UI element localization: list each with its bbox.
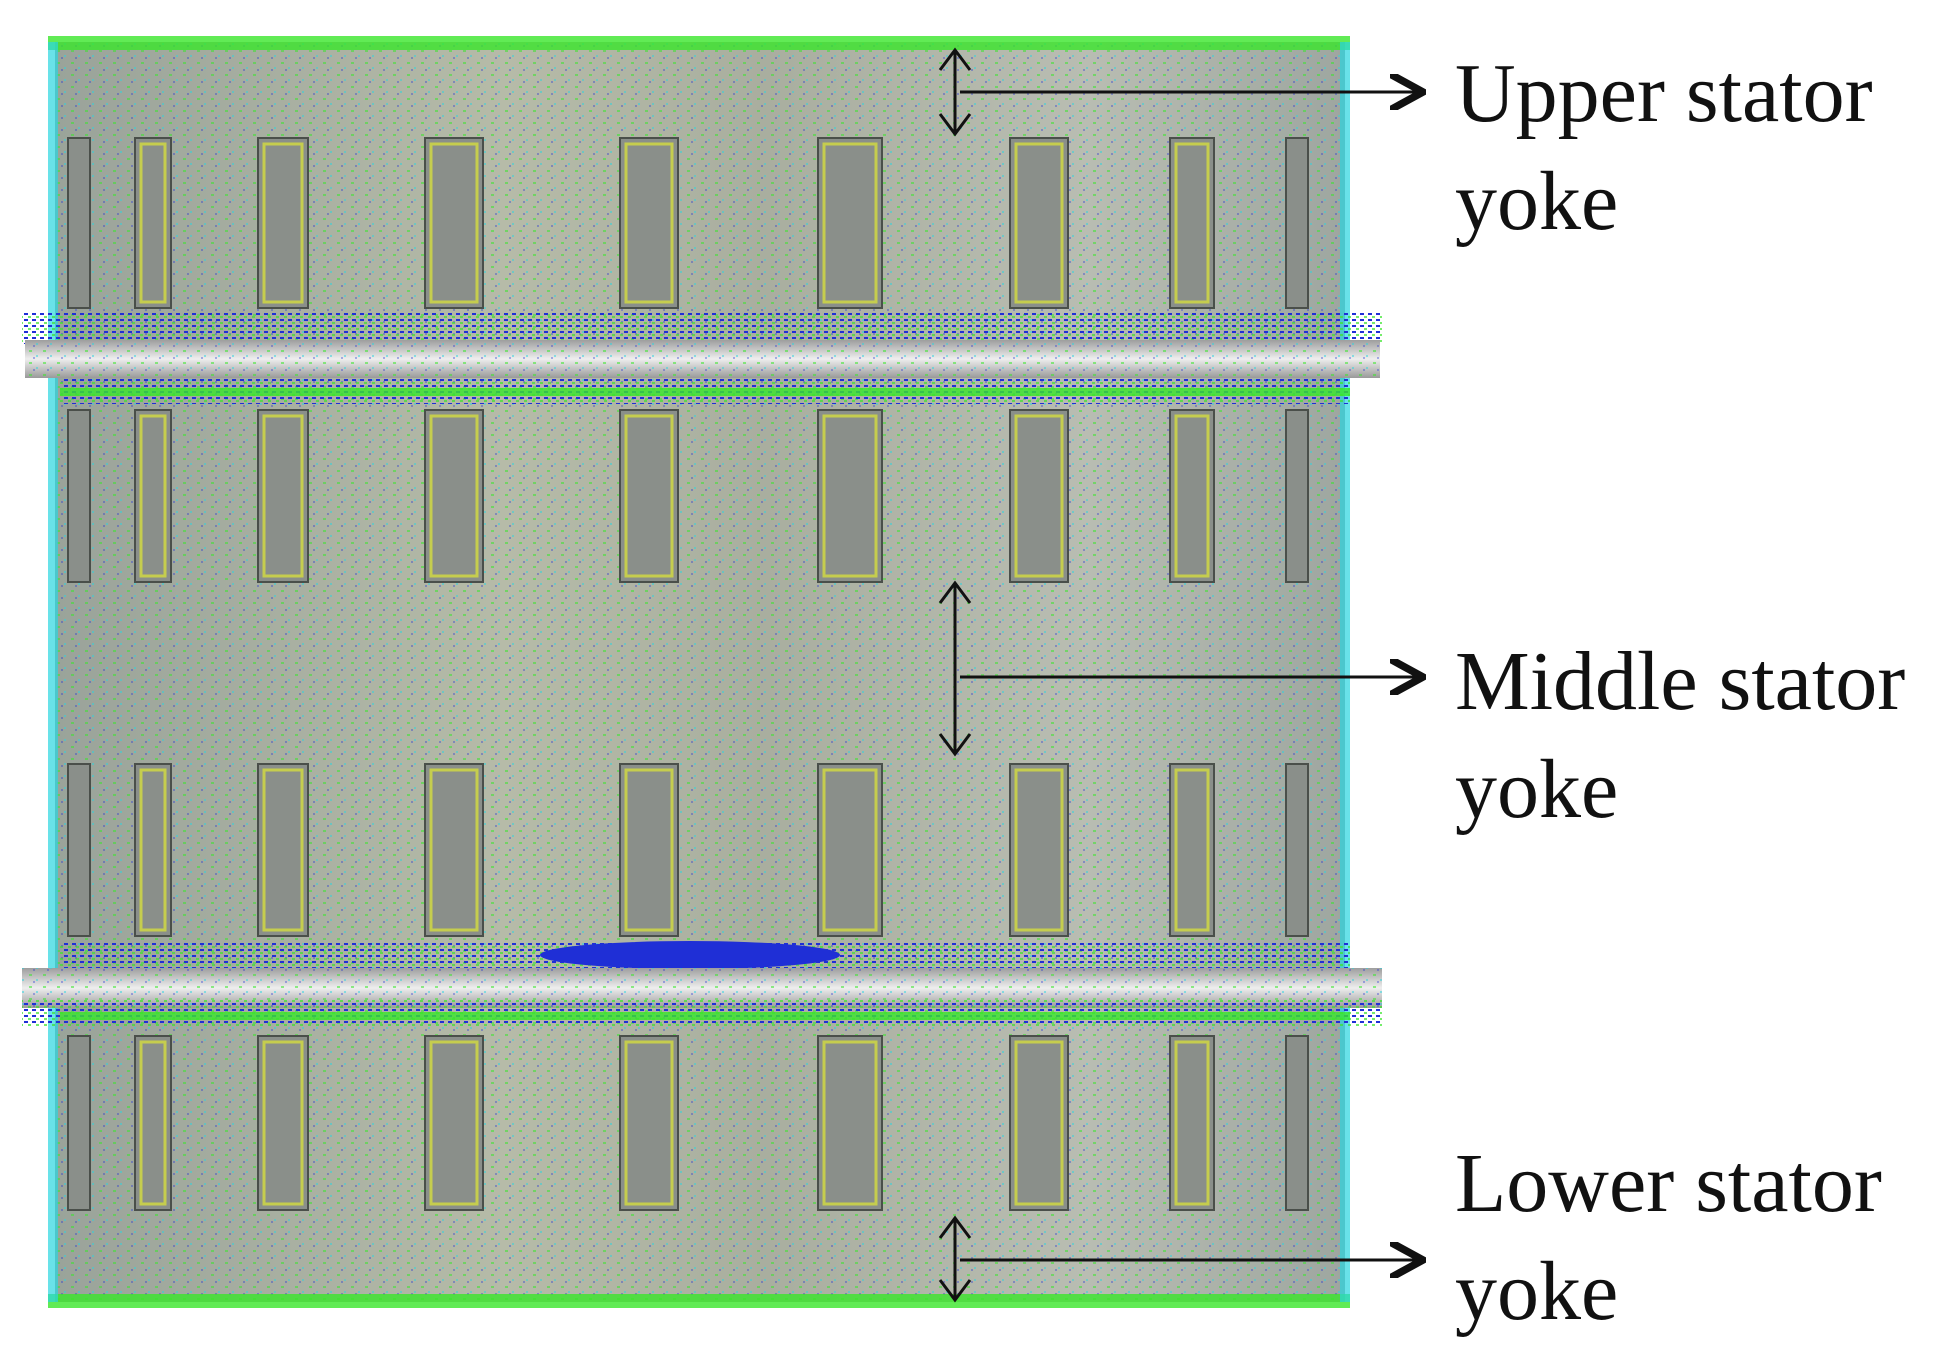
winding-coil (262, 768, 304, 932)
winding-coil (822, 142, 878, 304)
winding-coil (822, 1040, 878, 1206)
stator-slot (67, 763, 91, 937)
stator-slot (1285, 763, 1309, 937)
upper-label-line2: yoke (1455, 155, 1619, 248)
lower-yoke-dimension-arrow (938, 1215, 972, 1303)
winding-coil (1174, 142, 1210, 304)
slot-row-middle-bottom (67, 763, 1309, 937)
stator-slot (67, 137, 91, 309)
upper-stator-yoke-label: Upper stator yoke (1455, 40, 1873, 256)
winding-coil (429, 142, 479, 304)
winding-coil (429, 768, 479, 932)
lower-label-line2: yoke (1455, 1245, 1619, 1338)
stator-slot (1285, 409, 1309, 583)
stator-slot (67, 409, 91, 583)
stator-slot (1285, 137, 1309, 309)
winding-coil (624, 768, 674, 932)
stator-slot (817, 409, 883, 583)
winding-coil (1014, 142, 1064, 304)
stator-slot (817, 763, 883, 937)
stator-slot (619, 1035, 679, 1211)
stator-slot (817, 137, 883, 309)
winding-coil (1014, 414, 1064, 578)
winding-coil (624, 142, 674, 304)
middle-stator-yoke-label: Middle stator yoke (1455, 628, 1905, 844)
stator-slot (619, 763, 679, 937)
upper-yoke-dimension-arrow (938, 47, 972, 137)
winding-coil (624, 1040, 674, 1206)
stator-slot (817, 1035, 883, 1211)
winding-coil (139, 142, 167, 304)
winding-coil (1014, 1040, 1064, 1206)
winding-coil (139, 1040, 167, 1206)
stator-slot (1009, 137, 1069, 309)
winding-coil (1014, 768, 1064, 932)
stator-slot (424, 763, 484, 937)
stator-slot (619, 409, 679, 583)
stator-slot (1285, 1035, 1309, 1211)
winding-coil (1174, 414, 1210, 578)
winding-coil (822, 768, 878, 932)
winding-coil (624, 414, 674, 578)
winding-coil (139, 768, 167, 932)
lower-stator-yoke-label: Lower stator yoke (1455, 1130, 1882, 1346)
lower-label-line1: Lower stator (1455, 1137, 1882, 1230)
stator-slot (1009, 1035, 1069, 1211)
stator-slot (257, 137, 309, 309)
stator-slot (424, 1035, 484, 1211)
stator-slot (619, 137, 679, 309)
winding-coil (429, 414, 479, 578)
winding-coil (139, 414, 167, 578)
lower-rotor-disc (22, 941, 1382, 1026)
stator-slot (424, 137, 484, 309)
winding-coil (262, 1040, 304, 1206)
stator-slot (424, 409, 484, 583)
stator-slot (257, 409, 309, 583)
middle-label-line2: yoke (1455, 743, 1619, 836)
winding-coil (429, 1040, 479, 1206)
slot-row-middle-top (67, 409, 1309, 583)
slot-row-lower (67, 1035, 1309, 1211)
stator-slot (257, 763, 309, 937)
winding-coil (1174, 1040, 1210, 1206)
winding-coil (262, 142, 304, 304)
winding-coil (262, 414, 304, 578)
middle-label-line1: Middle stator (1455, 635, 1906, 728)
upper-label-line1: Upper stator (1455, 47, 1873, 140)
winding-coil (822, 414, 878, 578)
stator-slot (257, 1035, 309, 1211)
middle-yoke-dimension-arrow (938, 580, 972, 757)
slot-row-upper (67, 137, 1309, 309)
winding-coil (1174, 768, 1210, 932)
stator-body (48, 36, 1350, 1308)
upper-rotor-disc (22, 312, 1382, 404)
stator-slot (1009, 409, 1069, 583)
stator-slot (67, 1035, 91, 1211)
stator-slot (1009, 763, 1069, 937)
